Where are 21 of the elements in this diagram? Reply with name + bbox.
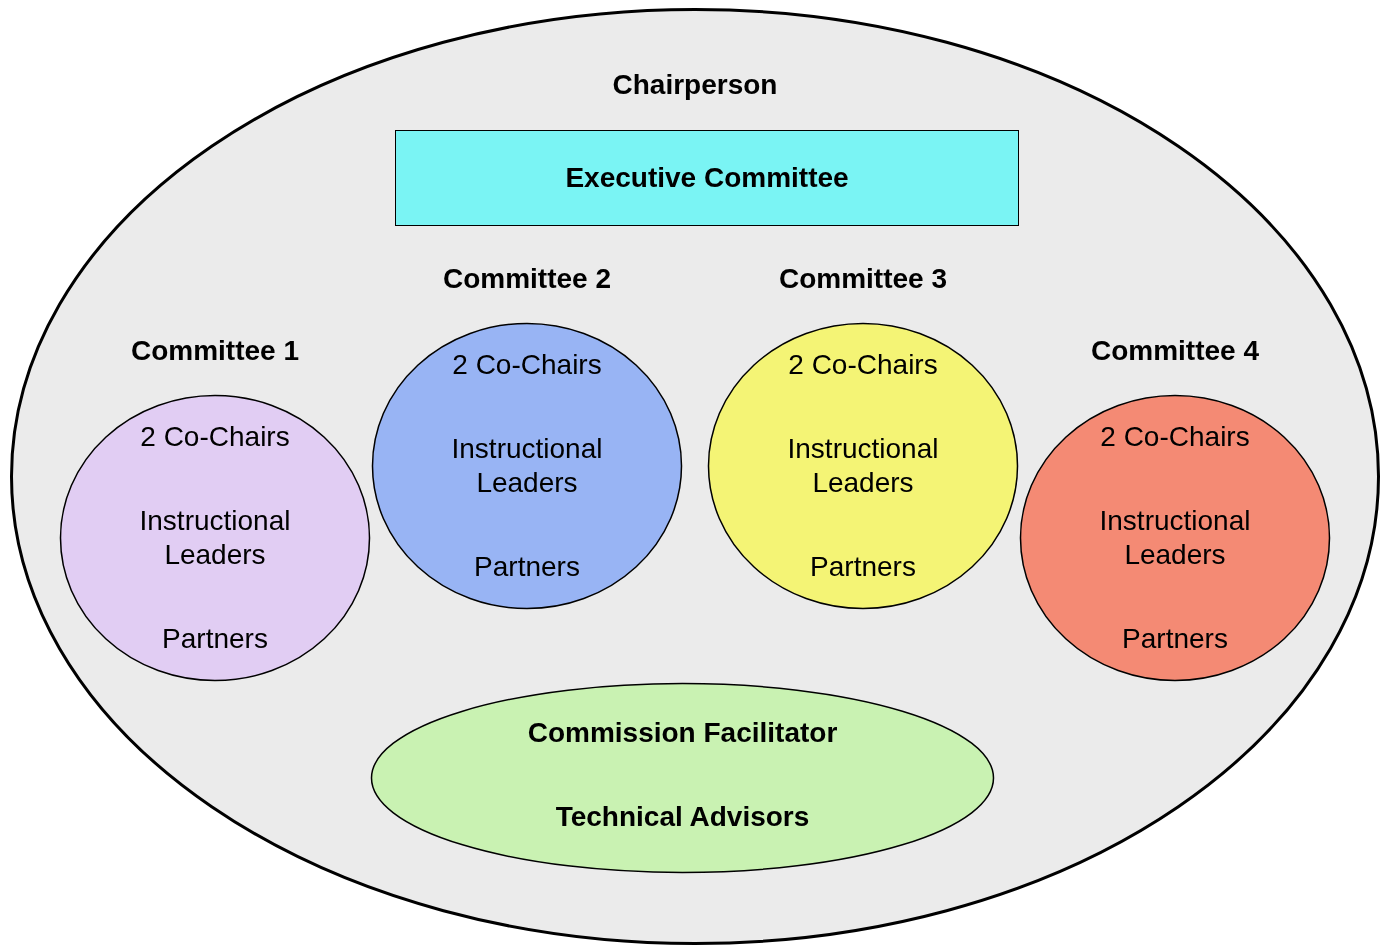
committee-heading: Committee 4 [1089,334,1260,368]
group-title: Chairperson [611,68,779,102]
member-text: 2 Co-Chairs [139,420,291,454]
member-text: Instructional Leaders [1098,504,1252,572]
role-text: Commission Facilitator [526,716,839,750]
member-text: Instructional Leaders [786,432,940,500]
member-text: Partners [1121,622,1229,656]
member-text: Instructional Leaders [138,504,292,572]
committee-heading: Committee 2 [441,262,612,296]
box-title: Executive Committee [565,161,849,195]
member-text: Partners [473,550,581,584]
committee-heading: Committee 3 [777,262,948,296]
member-text: Partners [161,622,269,656]
member-text: Partners [809,550,917,584]
member-text: Instructional Leaders [450,432,604,500]
committee-heading: Committee 1 [129,334,300,368]
member-text: 2 Co-Chairs [451,348,603,382]
role-text: Technical Advisors [554,800,811,834]
member-text: 2 Co-Chairs [787,348,939,382]
member-text: 2 Co-Chairs [1099,420,1251,454]
executive-box [395,130,1019,226]
